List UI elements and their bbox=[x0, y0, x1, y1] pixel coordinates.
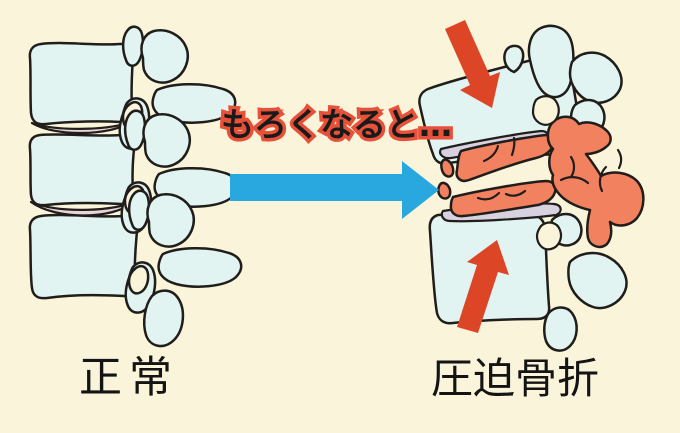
crack-line bbox=[510, 136, 516, 157]
spinous-process-tip bbox=[143, 289, 185, 348]
fracture-crack-lines bbox=[476, 136, 623, 201]
crack-line bbox=[569, 155, 576, 179]
crack-line bbox=[476, 191, 501, 201]
compression-force-down-arrow-icon bbox=[445, 20, 500, 108]
intervertebral-foramen bbox=[535, 221, 563, 251]
label-fracture: 圧迫骨折 bbox=[431, 354, 600, 403]
crack-line bbox=[482, 144, 500, 163]
fractured-spine bbox=[418, 24, 645, 352]
caption-outline-layer: もろくなると… bbox=[218, 102, 456, 148]
fractured-fragment-lower bbox=[449, 179, 557, 218]
process-cluster-bottom bbox=[124, 189, 243, 314]
crushed-vertebra bbox=[437, 115, 645, 249]
crack-line bbox=[504, 189, 527, 197]
caption-text: もろくなると… もろくなると… bbox=[218, 102, 456, 148]
right-arrow-icon bbox=[230, 161, 439, 219]
bone-chip bbox=[440, 158, 455, 178]
fractured-spine-foramina bbox=[531, 95, 563, 251]
upper-vertebra-paddle bbox=[568, 51, 623, 105]
crack-line bbox=[598, 165, 608, 193]
lower-vertebra-spinous-process bbox=[543, 306, 578, 352]
compression-force-up-arrow-icon bbox=[457, 240, 509, 333]
fractured-fragment-upper bbox=[455, 133, 556, 183]
intervertebral-foramen bbox=[531, 95, 560, 126]
upper-vertebra-bump bbox=[503, 44, 525, 74]
vertebra-body bbox=[28, 133, 136, 207]
normal-vertebra-bodies bbox=[28, 41, 139, 300]
vertebra-body bbox=[28, 41, 135, 126]
label-normal: 正常 bbox=[79, 353, 179, 403]
normal-spine bbox=[28, 25, 243, 348]
fractured-posterior-mass bbox=[546, 115, 645, 249]
crack-line bbox=[559, 176, 590, 185]
bone-chip bbox=[437, 181, 452, 200]
normal-vertebra-processes bbox=[118, 25, 243, 348]
vertebra-body bbox=[28, 213, 139, 300]
crack-line bbox=[616, 148, 623, 170]
caption-fill-layer: もろくなると… bbox=[221, 105, 452, 144]
lower-vertebra-paddle bbox=[567, 251, 628, 310]
